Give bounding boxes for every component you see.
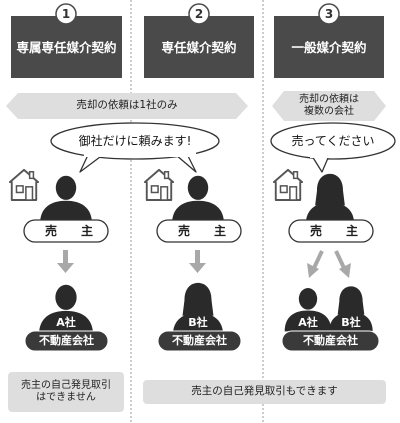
- company-b-label: B社: [341, 316, 361, 330]
- house-icon: [8, 168, 40, 201]
- column-number: 2: [194, 6, 204, 21]
- request-multi-text: 売却の依頼は 複数の会社: [299, 93, 359, 118]
- seller-person-icon: [305, 173, 355, 224]
- speech-bubble-single: [50, 122, 220, 160]
- seller-label-box: [156, 219, 242, 243]
- agency-label: 不動産会社: [303, 334, 358, 348]
- arrow-icon: [307, 250, 324, 278]
- company-b-label: B社: [188, 316, 208, 330]
- header-title: 専属専任媒介契約: [16, 40, 117, 56]
- seller-label: 売 主: [309, 223, 364, 238]
- header-box-exclusive-dedicated: [11, 16, 122, 78]
- seller-person-icon: [172, 175, 224, 224]
- number-badge: [188, 3, 210, 25]
- house-icon: [143, 168, 175, 201]
- header-box-general: [274, 16, 384, 78]
- footer-left-text: 売主の自己発見取引 はできません: [21, 379, 111, 404]
- bubble-single-text: 御社だけに頼みます!: [78, 133, 192, 148]
- speech-bubble-multi: [270, 122, 396, 160]
- seller-person-icon: [40, 175, 92, 224]
- agency-label-box: [281, 330, 380, 352]
- header-title: 専任媒介契約: [161, 40, 237, 56]
- header-title: 一般媒介契約: [291, 40, 367, 56]
- column-number: 1: [61, 6, 71, 21]
- request-band-multi: [272, 91, 386, 121]
- number-badge: [55, 3, 77, 25]
- request-single-text: 売却の依頼は1社のみ: [76, 99, 178, 112]
- agency-label: 不動産会社: [172, 334, 227, 348]
- footer-right-text: 売主の自己発見取引もできます: [191, 385, 338, 398]
- house-icon: [272, 168, 304, 201]
- column-number: 3: [324, 6, 334, 21]
- number-badge: [318, 3, 340, 25]
- arrow-icon: [189, 250, 206, 273]
- agency-label-box: [24, 330, 109, 352]
- footer-band-right: [143, 380, 386, 404]
- bubble-multi-text: 売ってください: [291, 133, 375, 148]
- seller-label: 売 主: [177, 223, 232, 238]
- agency-label: 不動産会社: [39, 334, 94, 348]
- arrow-icon: [57, 250, 74, 273]
- request-band-single: [6, 93, 248, 119]
- seller-label: 売 主: [44, 223, 99, 238]
- arrow-icon: [334, 250, 351, 278]
- seller-label-box: [288, 219, 374, 243]
- seller-label-box: [23, 219, 109, 243]
- header-box-dedicated: [144, 16, 254, 78]
- footer-band-left: [8, 372, 124, 412]
- agency-label-box: [157, 330, 242, 352]
- company-a-label: A社: [56, 316, 76, 330]
- company-a-label: A社: [298, 316, 318, 330]
